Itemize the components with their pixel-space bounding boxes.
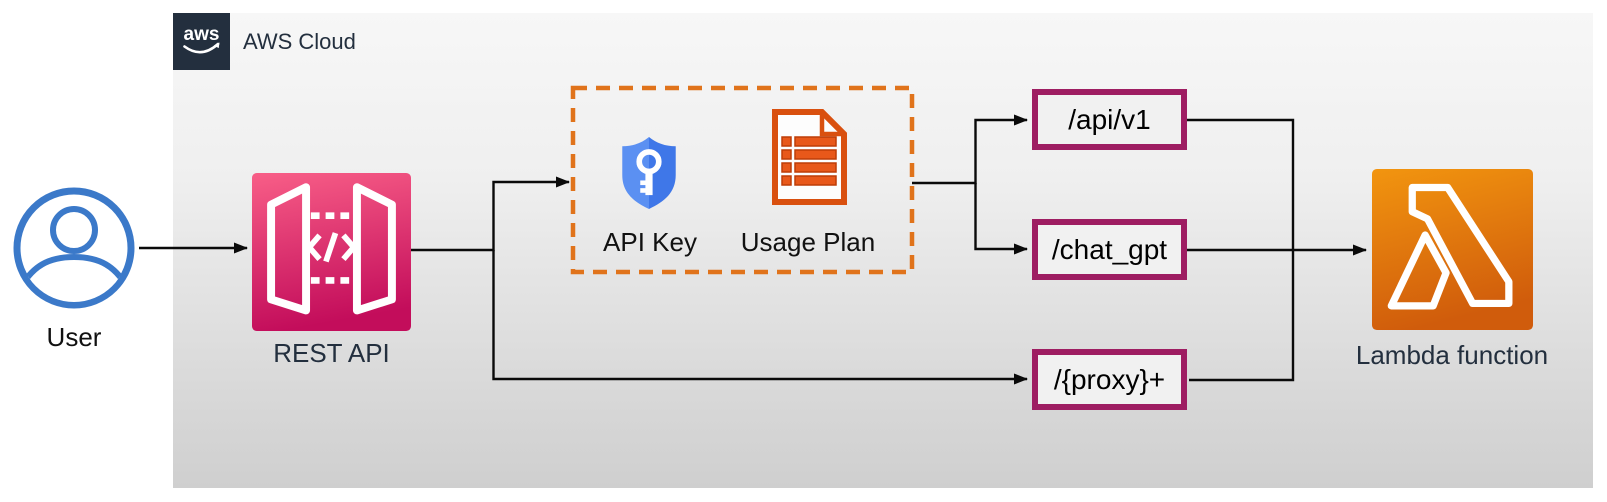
- api-key-usage-plan-group-box: [570, 85, 915, 275]
- route-label-proxy: /{proxy}+: [1053, 363, 1166, 395]
- usage-plan-icon: [770, 108, 848, 206]
- api-key-icon: [618, 136, 680, 210]
- usage-plan-label: Usage Plan: [740, 227, 876, 257]
- route-box-api-v1: /api/v1: [1032, 89, 1187, 150]
- edge-keygroup-to-chatgpt: [974, 183, 1028, 255]
- user-label: User: [46, 322, 102, 352]
- aws-logo-text: aws: [184, 24, 220, 45]
- user-icon: [13, 187, 135, 309]
- aws-logo: aws: [173, 13, 230, 70]
- lambda-icon: [1372, 169, 1533, 330]
- route-box-proxy: /{proxy}+: [1032, 349, 1187, 410]
- route-box-chat-gpt: /chat_gpt: [1032, 219, 1187, 280]
- aws-cloud-label: AWS Cloud: [243, 29, 356, 54]
- edge-restapi-to-proxy: [492, 250, 1028, 385]
- edge-restapi-to-keygroup: [411, 176, 570, 252]
- api-gateway-icon: [252, 173, 411, 331]
- lambda-label: Lambda function: [1355, 340, 1549, 370]
- route-label-chat-gpt: /chat_gpt: [1051, 233, 1168, 265]
- api-key-label: API Key: [603, 227, 697, 257]
- edge-keygroup-to-apiv1: [912, 114, 1028, 185]
- aws-smile-icon: [183, 42, 220, 54]
- rest-api-label: REST API: [273, 338, 390, 368]
- route-label-api-v1: /api/v1: [1068, 103, 1151, 135]
